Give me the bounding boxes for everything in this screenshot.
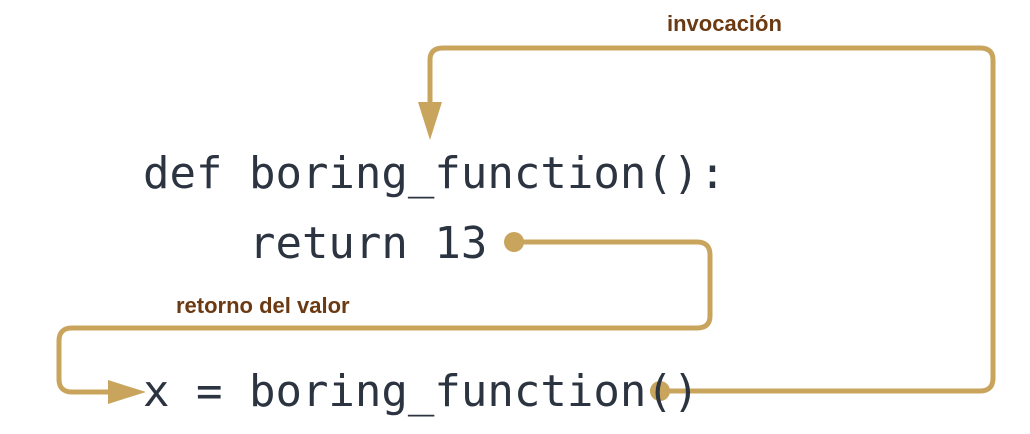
invocation-arrow-path xyxy=(427,45,996,394)
return-value-label: retorno del valor xyxy=(176,293,350,318)
return-arrowhead xyxy=(108,380,146,404)
code-line-call: x = boring_function() xyxy=(143,366,700,417)
code-line-return: return 13 xyxy=(143,218,488,269)
return-origin-dot xyxy=(504,232,524,252)
invocation-arrowhead xyxy=(418,102,442,140)
code-line-def: def boring_function(): xyxy=(143,148,726,199)
invocation-label: invocación xyxy=(667,11,782,36)
